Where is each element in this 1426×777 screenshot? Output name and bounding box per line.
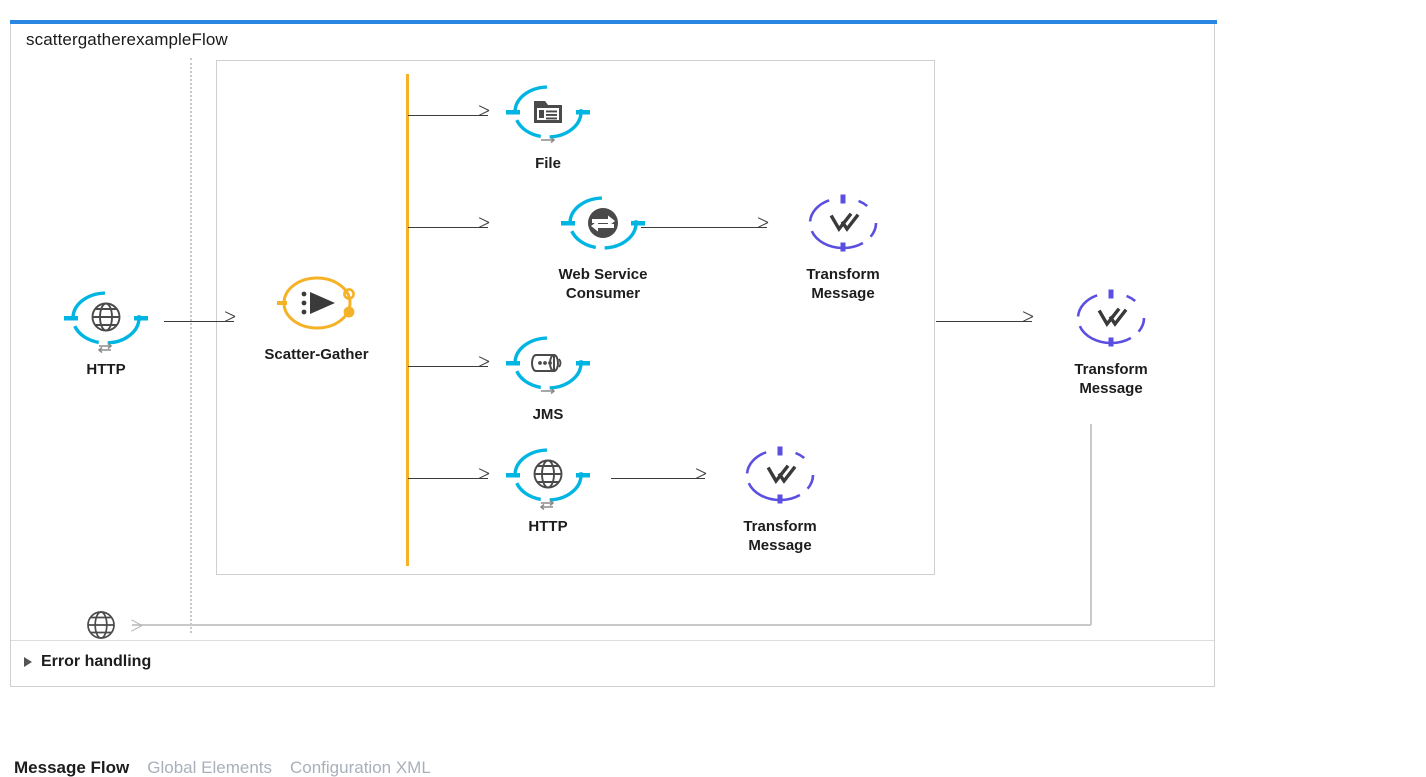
connector-route-jms [408,366,488,367]
transform-message-icon [791,190,895,262]
return-arrowhead-icon [131,620,142,631]
scatter-gather-icon [265,270,369,342]
connector-web-service-to-transform [641,227,767,228]
arrowhead-icon [478,222,488,232]
tab-configuration-xml[interactable]: Configuration XML [290,758,431,777]
file-icon [496,79,600,151]
flow-accent-bar [10,20,1217,24]
tab-message-flow[interactable]: Message Flow [14,758,130,777]
node-http-source[interactable]: HTTP [47,285,165,379]
node-label: Web Service Consumer [558,266,648,302]
return-path-horizontal [132,624,1091,626]
error-handling-section[interactable]: Error handling [24,653,151,671]
node-file[interactable]: File [489,79,607,173]
chevron-right-icon[interactable] [24,657,32,667]
connector-http-to-transform [611,478,705,479]
connector-route-file [408,115,488,116]
node-scatter-gather[interactable]: Scatter-Gather [229,270,404,364]
arrowhead-icon [478,361,488,371]
node-label: Transform Message [806,266,880,302]
node-label: HTTP [86,361,126,378]
return-path-vertical [1090,424,1092,625]
transform-message-icon [1059,285,1163,357]
node-http-route[interactable]: HTTP [489,442,607,536]
transform-message-icon [728,442,832,514]
node-label: HTTP [528,518,568,535]
connector-group-to-transform-out [936,321,1032,322]
flow-panel[interactable] [10,20,1215,687]
scatter-gather-group-box[interactable] [216,60,935,575]
connector-route-web-service [408,227,488,228]
error-handling-label: Error handling [41,653,152,670]
node-label: File [535,155,561,172]
jms-icon [496,330,600,402]
globe-icon-response[interactable] [84,608,118,642]
node-label: Transform Message [1074,361,1148,397]
connector-http-to-scatter [164,321,234,322]
arrowhead-icon [478,473,488,483]
node-web-service-consumer[interactable]: Web Service Consumer [523,190,683,303]
globe-icon [54,285,158,357]
arrowhead-icon [478,110,488,120]
source-separator [190,58,192,633]
globe-icon [496,442,600,514]
tab-global-elements[interactable]: Global Elements [147,758,272,777]
scatter-gather-route-bar [406,74,409,566]
flow-title: scattergatherexampleFlow [26,30,228,49]
node-label: Scatter-Gather [264,346,369,363]
editor-tabbar: Message Flow Global Elements Configurati… [14,758,431,777]
node-label: Transform Message [743,518,817,554]
error-handling-divider [11,640,1214,641]
node-transform-message-http[interactable]: Transform Message [700,442,860,555]
node-label: JMS [532,406,564,423]
connector-route-http [408,478,488,479]
node-transform-message-out[interactable]: Transform Message [1031,285,1191,398]
node-jms[interactable]: JMS [489,330,607,424]
web-service-consumer-icon [551,190,655,262]
node-transform-message-web-service[interactable]: Transform Message [763,190,923,303]
